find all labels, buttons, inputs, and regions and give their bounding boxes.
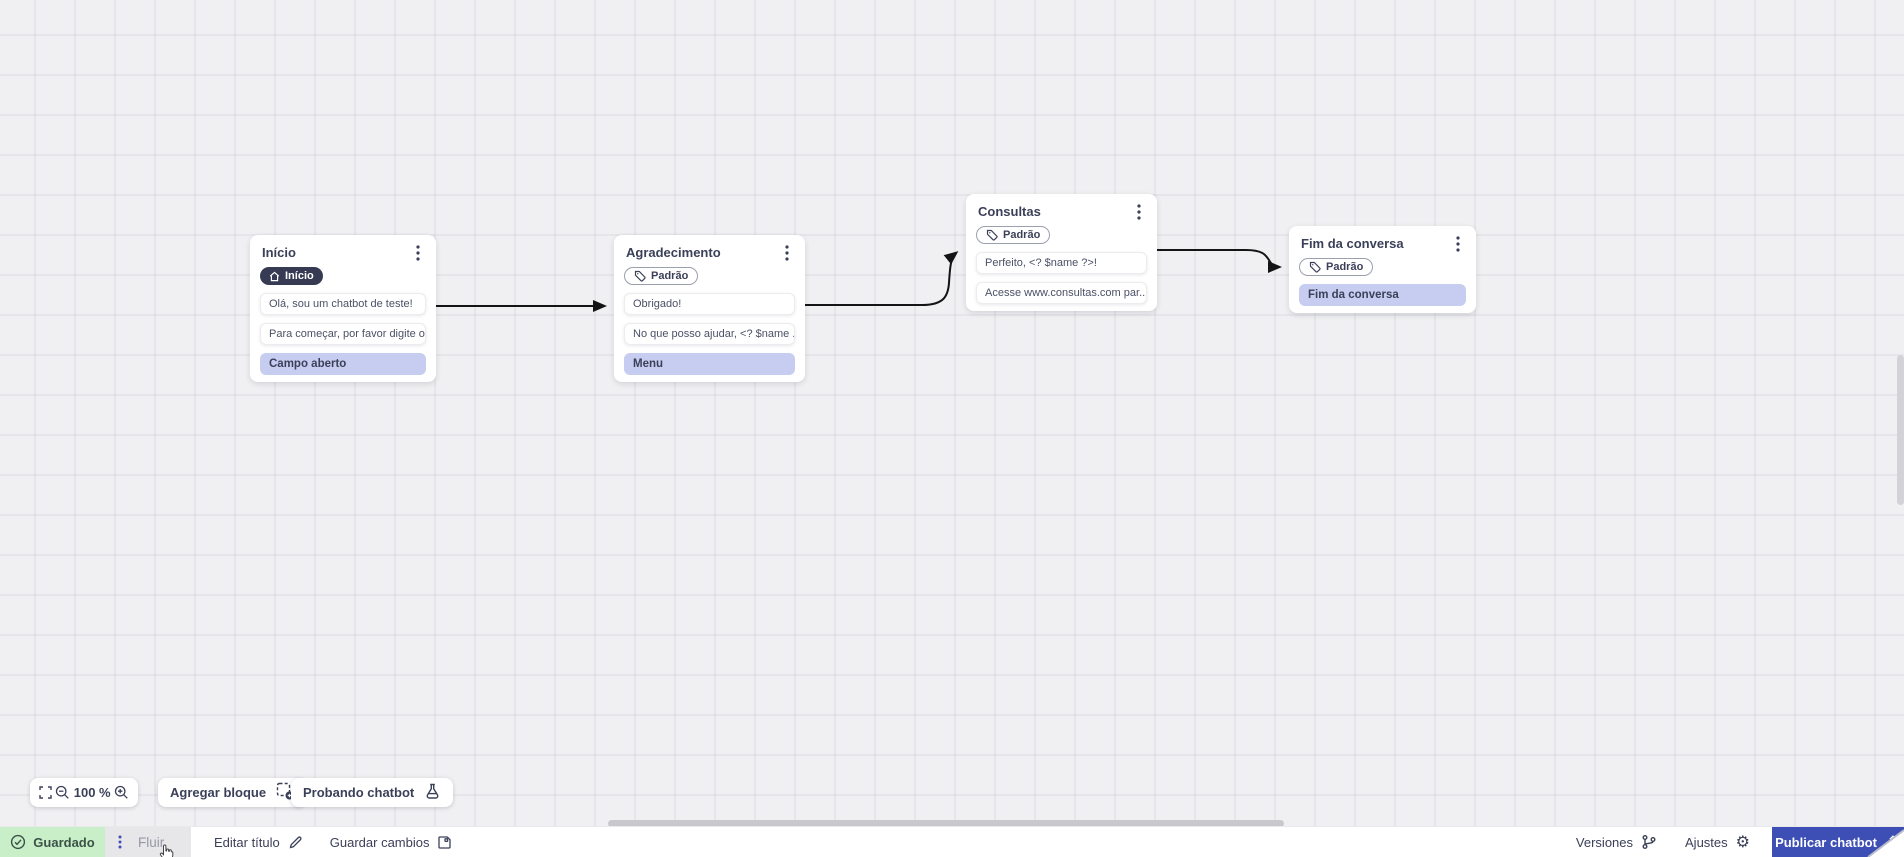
status-bar: Guardado Fluir Editar título Guardar cam… — [0, 826, 1904, 857]
flask-icon — [424, 783, 441, 803]
zoom-in-icon[interactable] — [114, 785, 129, 800]
flow-node-consultas[interactable]: Consultas Padrão Perfeito, <? $name ?>! … — [966, 194, 1157, 311]
hand-cursor — [159, 843, 175, 857]
save-status-badge: Guardado — [0, 827, 105, 857]
connector-consultas-fim — [1157, 249, 1282, 273]
arrow-cursor — [1866, 828, 1904, 857]
flow-node-agradecimento[interactable]: Agradecimento Padrão Obrigado! No que po… — [614, 235, 805, 382]
tab-flow[interactable]: Fluir — [105, 827, 191, 857]
zoom-out-icon[interactable] — [55, 785, 70, 800]
tag-icon — [1309, 261, 1321, 273]
horizontal-scrollbar[interactable] — [608, 820, 1284, 827]
node-title: Agradecimento — [626, 245, 721, 260]
node-title: Início — [262, 245, 296, 260]
tag-icon — [986, 229, 998, 241]
message-row-end[interactable]: Fim da conversa — [1299, 284, 1466, 306]
zoom-controls: 100 % — [30, 778, 138, 807]
node-type-badge: Início — [260, 267, 323, 285]
pencil-icon — [289, 835, 302, 848]
message-row[interactable]: No que posso ajudar, <? $name ... — [624, 323, 795, 345]
check-circle-icon — [11, 834, 26, 850]
settings-button[interactable]: Ajustes ⚙ — [1685, 832, 1750, 851]
node-type-badge: Padrão — [1299, 258, 1374, 276]
message-row-open-field[interactable]: Campo aberto — [260, 353, 426, 375]
connector-agradecimento-consultas — [805, 251, 959, 306]
message-row[interactable]: Olá, sou um chatbot de teste! — [260, 293, 426, 315]
flow-node-fim-da-conversa[interactable]: Fim da conversa Padrão Fim da conversa — [1289, 226, 1476, 313]
message-row[interactable]: Para começar, por favor digite o ... — [260, 323, 426, 345]
vertical-scrollbar[interactable] — [1897, 355, 1904, 505]
node-menu-icon[interactable] — [783, 245, 791, 266]
message-row[interactable]: Perfeito, <? $name ?>! — [976, 252, 1147, 274]
edit-title-button[interactable]: Editar título — [214, 835, 303, 850]
node-type-badge: Padrão — [624, 267, 699, 285]
test-chatbot-button[interactable]: Probando chatbot — [291, 778, 454, 807]
node-menu-icon[interactable] — [1454, 236, 1462, 257]
add-block-button[interactable]: Agregar bloque — [158, 778, 307, 807]
versions-button[interactable]: Versiones — [1576, 834, 1657, 850]
save-icon — [438, 835, 452, 849]
fullscreen-icon[interactable] — [39, 786, 52, 799]
zoom-level-label: 100 % — [73, 785, 111, 800]
node-menu-icon[interactable] — [414, 245, 422, 266]
message-row-menu[interactable]: Menu — [624, 353, 795, 375]
saved-label: Guardado — [33, 834, 95, 850]
node-title: Consultas — [978, 204, 1041, 219]
save-changes-button[interactable]: Guardar cambios — [330, 835, 453, 850]
node-title: Fim da conversa — [1301, 236, 1404, 251]
message-row[interactable]: Obrigado! — [624, 293, 795, 315]
branch-icon — [1642, 835, 1656, 849]
drag-handle-icon — [118, 835, 122, 849]
flow-tab-label: Fluir — [138, 834, 165, 850]
node-type-badge: Padrão — [976, 226, 1051, 244]
home-icon — [269, 271, 280, 281]
gear-icon: ⚙ — [1735, 832, 1750, 851]
message-row[interactable]: Acesse www.consultas.com par... — [976, 282, 1147, 304]
flow-node-inicio[interactable]: Início Início Olá, sou um chatbot de tes… — [250, 235, 436, 382]
node-menu-icon[interactable] — [1135, 204, 1143, 225]
tag-icon — [634, 270, 646, 282]
